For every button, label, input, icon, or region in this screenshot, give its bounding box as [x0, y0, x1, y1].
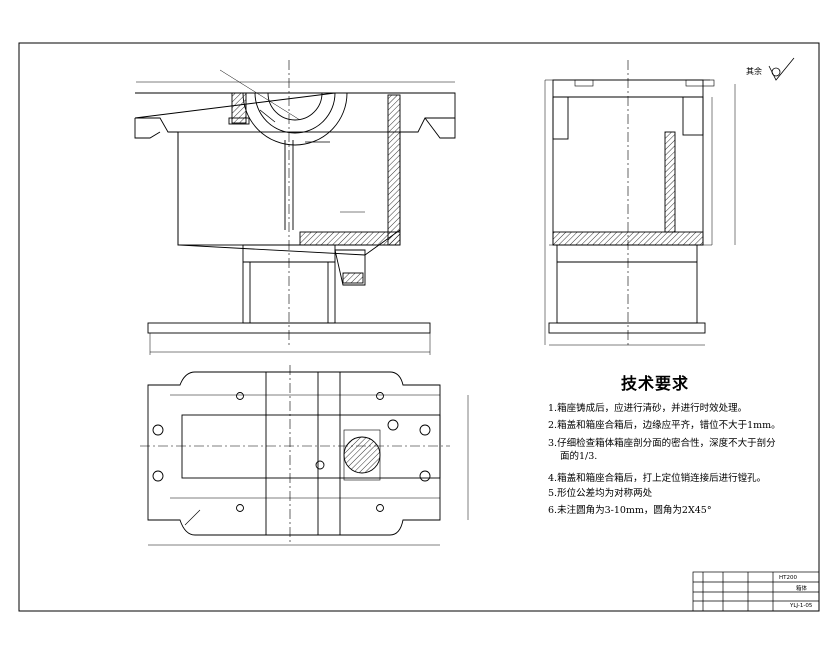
tech-requirement-item: 面的1/3. — [560, 451, 598, 462]
tech-requirement-item: 2.箱盖和箱座合箱后，边缘应平齐，错位不大于1mm。 — [548, 420, 781, 431]
title-block-material: HT200 — [779, 575, 797, 581]
tech-requirement-item: 4.箱盖和箱座合箱后，打上定位销连接后进行镗孔。 — [548, 473, 767, 484]
tech-requirement-item: 1.箱座铸成后，应进行清砂，并进行时效处理。 — [548, 403, 748, 414]
top-view — [140, 365, 469, 546]
roughness-note: 其余 — [746, 67, 762, 76]
title-block-drawing-number: YLJ-1-05 — [790, 603, 813, 609]
tech-requirement-item: 5.形位公差均为对称两处 — [548, 488, 653, 499]
front-view — [134, 60, 456, 355]
tech-requirement-item: 3.仔细检查箱体箱座剖分面的密合性，深度不大于剖分 — [548, 438, 776, 449]
tech-requirements-title: 技术要求 — [620, 374, 689, 393]
side-view — [544, 60, 736, 346]
roughness-symbol — [768, 57, 795, 81]
outer-border — [18, 42, 820, 612]
title-block — [692, 571, 820, 612]
title-block-part-name: 箱体 — [796, 586, 808, 592]
tech-requirement-item: 6.未注圆角为3-10mm，圆角为2X45° — [548, 505, 712, 516]
